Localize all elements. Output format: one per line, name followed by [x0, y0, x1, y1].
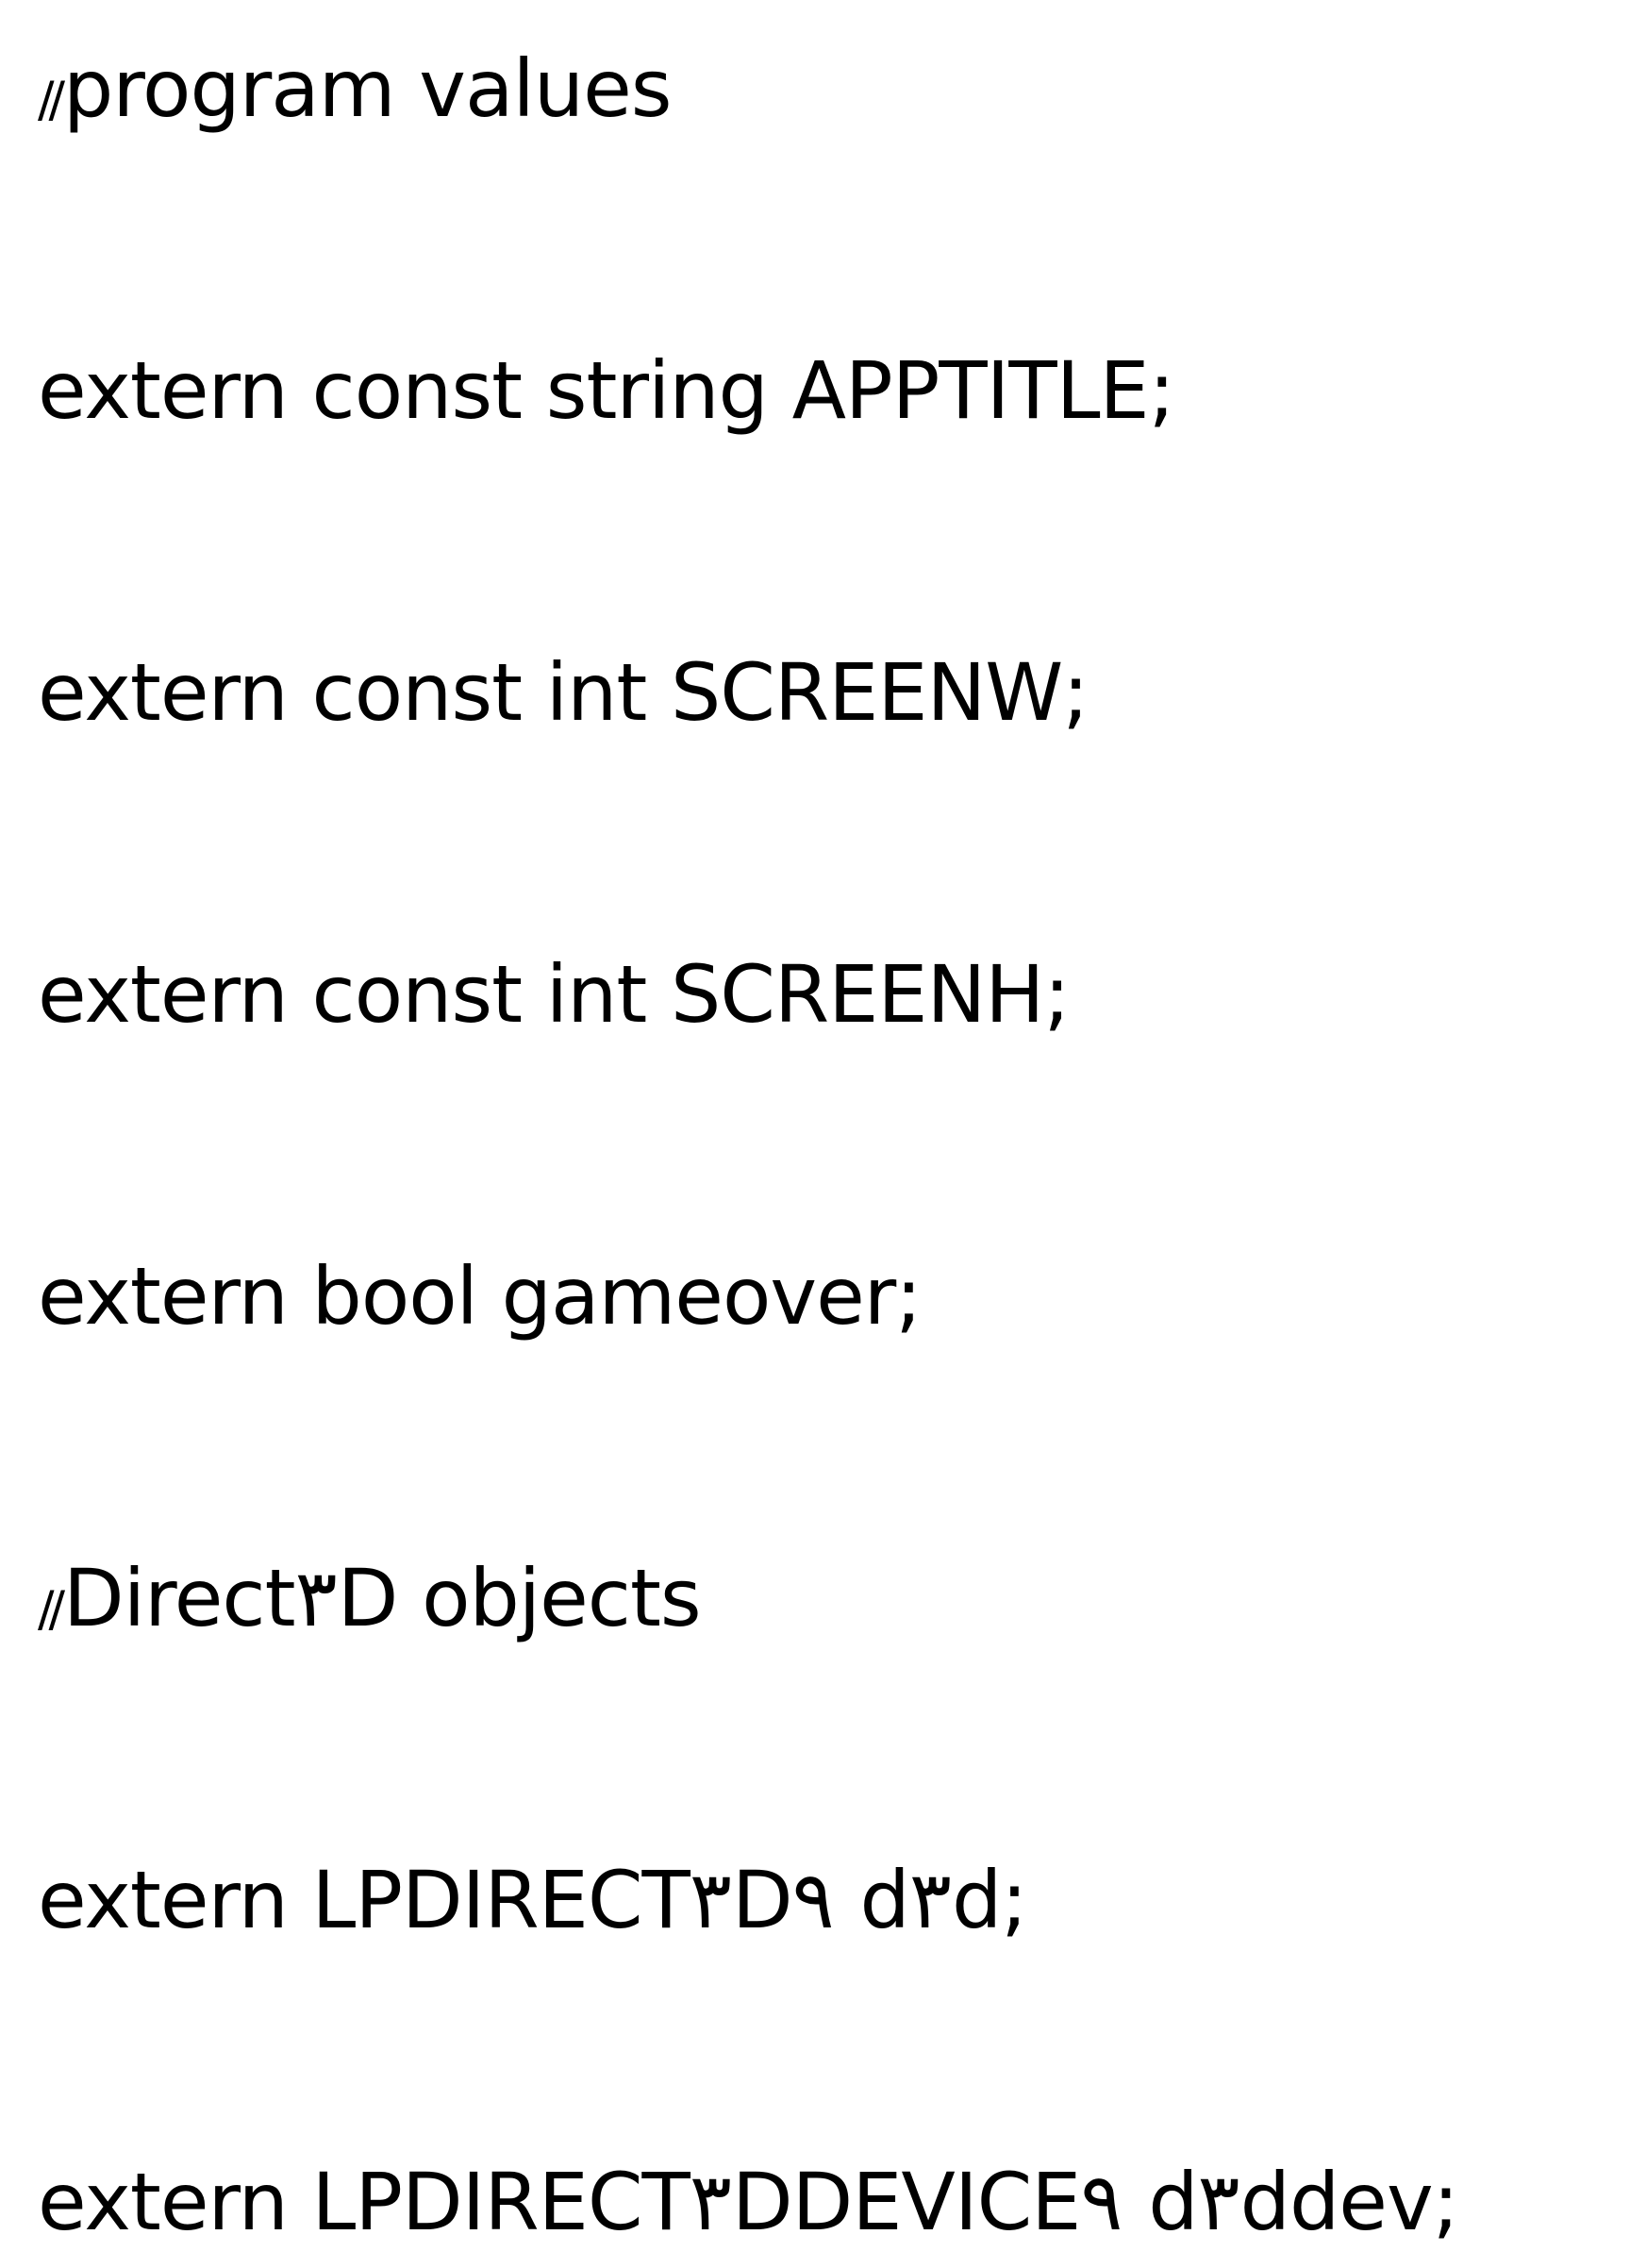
- code-line-gameover: extern bool gameover;: [38, 1250, 923, 1342]
- comment-line-direct3d-objects: //Direct٣D objects: [38, 1551, 702, 1657]
- code-line-d3d: extern LPDIRECT٣D٩ d٣d;: [38, 1854, 1028, 1946]
- code-line-apptitle: extern const string APPTITLE;: [38, 344, 1175, 437]
- comment-text: program values: [63, 42, 672, 135]
- code-line-d3ddev: extern LPDIRECT٣DDEVICE٩ d٣ddev;: [38, 2156, 1459, 2248]
- comment-slashes: //: [38, 1581, 65, 1638]
- code-line-screenw: extern const int SCREENW;: [38, 646, 1089, 739]
- comment-slashes: //: [38, 72, 65, 128]
- comment-text: Direct٣D objects: [63, 1552, 702, 1644]
- comment-line-program-values: //program values: [38, 42, 673, 147]
- code-line-screenh: extern const int SCREENH;: [38, 948, 1071, 1041]
